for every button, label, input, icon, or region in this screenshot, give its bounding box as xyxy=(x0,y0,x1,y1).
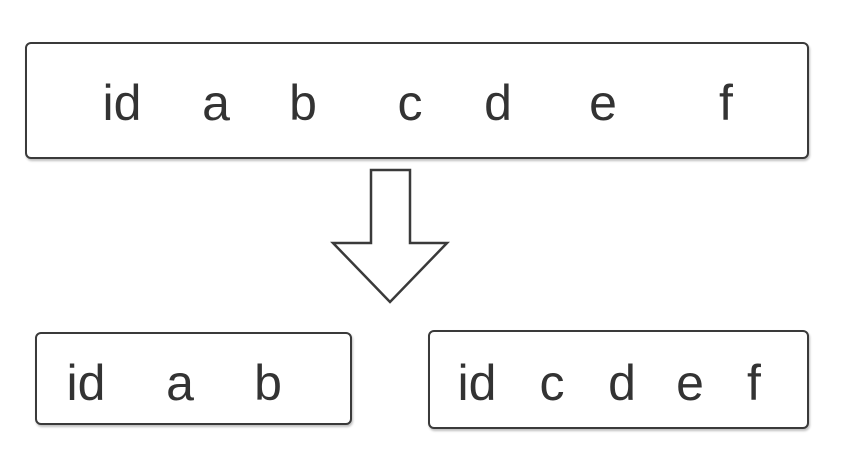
source-table-box xyxy=(25,42,809,159)
source-column: d xyxy=(484,75,512,131)
source-column: b xyxy=(289,75,317,131)
source-column: id xyxy=(102,75,142,131)
right-column: c xyxy=(539,355,565,411)
left-table-box xyxy=(35,332,352,425)
right-column: f xyxy=(747,355,761,411)
right-table-box xyxy=(428,330,809,429)
right-column: id xyxy=(457,355,497,411)
left-column: b xyxy=(254,355,282,411)
right-column: e xyxy=(676,355,704,411)
left-column: id xyxy=(66,355,106,411)
source-column: c xyxy=(397,75,423,131)
source-column: e xyxy=(589,75,617,131)
source-column: a xyxy=(202,75,230,131)
source-column: f xyxy=(719,75,733,131)
left-column: a xyxy=(166,355,194,411)
right-column: d xyxy=(608,355,636,411)
